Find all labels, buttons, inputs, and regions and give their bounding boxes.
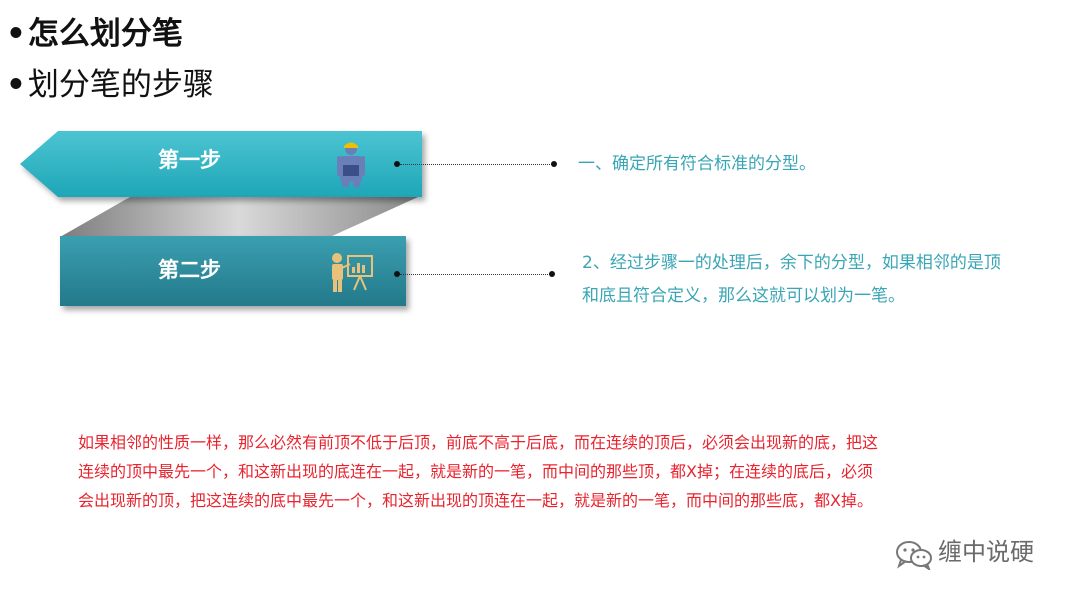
worker-icon: [331, 140, 371, 192]
step1-description: 一、确定所有符合标准的分型。: [578, 154, 816, 174]
slide-subtitle: •划分笔的步骤: [6, 70, 214, 101]
step2-description: 2、经过步骤一的处理后，余下的分型，如果相邻的是顶 和底且符合定义，那么这就可以…: [582, 247, 1001, 313]
ribbon-fold: [60, 197, 418, 237]
watermark-text: 缠中说硬: [938, 538, 1034, 566]
presentation-icon: [328, 250, 376, 298]
rule-note-line: 会出现新的顶，把这连续的底中最先一个，和这新出现的顶连在一起，就是新的一笔，而中…: [78, 491, 873, 510]
step2-description-line: 和底且符合定义，那么这就可以划为一笔。: [582, 286, 905, 306]
step2-connector-line: [400, 274, 552, 275]
subtitle-text: 划分笔的步骤: [27, 67, 214, 103]
rule-note: 如果相邻的性质一样，那么必然有前顶不低于后顶，前底不高于后底，而在连续的顶后，必…: [78, 428, 878, 515]
step1-label: 第一步: [158, 148, 221, 172]
rule-note-line: 如果相邻的性质一样，那么必然有前顶不低于后顶，前底不高于后底，而在连续的顶后，必…: [78, 433, 879, 452]
step2-description-line: 2、经过步骤一的处理后，余下的分型，如果相邻的是顶: [582, 253, 1001, 273]
step1-connector-dot-start: [394, 161, 400, 167]
step2-label: 第二步: [158, 258, 221, 282]
step1-connector-dot-end: [551, 161, 557, 167]
title-bullet: •: [6, 16, 26, 52]
step2-connector-dot-end: [549, 271, 555, 277]
wechat-icon: [895, 540, 933, 574]
step1-bar: [20, 131, 422, 197]
step1-connector-line: [400, 164, 552, 165]
step2-connector-dot-start: [394, 271, 400, 277]
subtitle-bullet: •: [6, 67, 26, 103]
slide-title: •怎么划分笔: [6, 19, 183, 50]
title-text: 怎么划分笔: [27, 16, 183, 52]
rule-note-line: 连续的顶中最先一个，和这新出现的底连在一起，就是新的一笔，而中间的那些顶，都X掉…: [78, 462, 873, 481]
